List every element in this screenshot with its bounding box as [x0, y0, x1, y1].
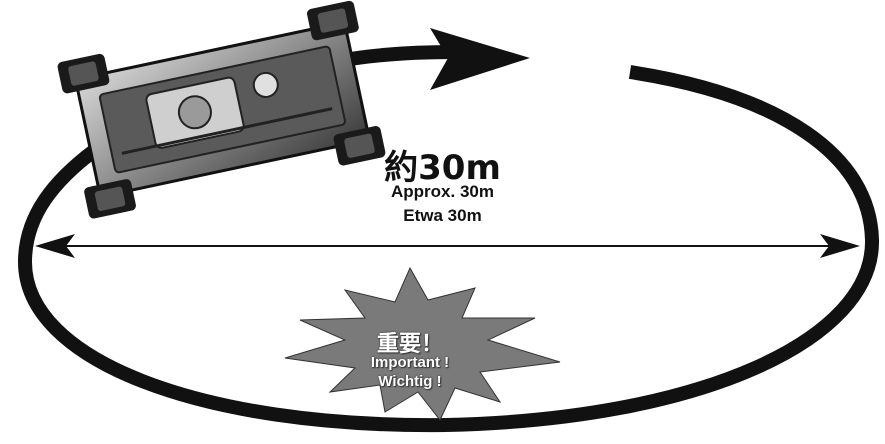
notice-label-ja: 重要！ [376, 332, 443, 357]
direction-arrow-icon [430, 28, 530, 90]
notice-label-en: Important ! [370, 354, 450, 371]
rc-car-image [57, 0, 386, 219]
distance-arrow-left-icon [35, 234, 75, 258]
important-starburst [284, 266, 561, 421]
notice-label-de: Wichtig ! [378, 373, 442, 390]
track-oval-path [17, 65, 880, 433]
distance-label-main: 約30m [384, 148, 501, 188]
distance-label-en: Approx. 30m [391, 182, 494, 201]
distance-label-de: Etwa 30m [403, 206, 482, 225]
distance-arrow-right-icon [820, 234, 860, 258]
